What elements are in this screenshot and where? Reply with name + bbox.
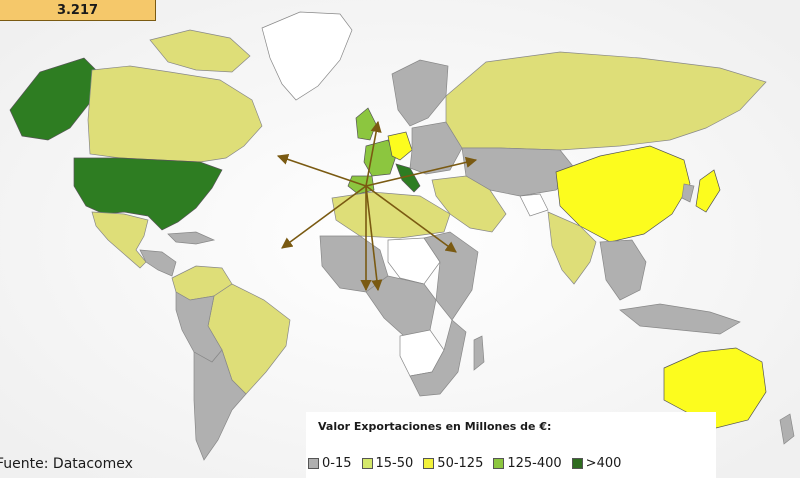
legend-item: 0-15 xyxy=(308,456,352,471)
legend-item: >400 xyxy=(571,456,622,471)
afghanistan xyxy=(519,193,549,217)
legend-swatch xyxy=(308,458,319,469)
export-total-box: 3.217 xyxy=(0,0,156,21)
germany xyxy=(387,131,413,161)
caribbean xyxy=(167,231,216,245)
new-zealand xyxy=(779,413,795,445)
legend-items: 0-15 15-50 50-125 125-400 >400 xyxy=(308,456,631,471)
legend-swatch xyxy=(423,458,435,469)
arrow-to-south-america xyxy=(281,185,367,249)
argentina-chile xyxy=(193,349,247,461)
japan xyxy=(695,169,721,213)
legend-swatch xyxy=(361,458,373,469)
arrow-to-south-africa xyxy=(365,185,383,292)
canada xyxy=(87,65,263,163)
usa xyxy=(73,157,223,231)
france xyxy=(363,139,397,177)
legend-item: 15-50 xyxy=(361,456,414,471)
east-africa xyxy=(423,231,479,321)
arrow-to-north-america xyxy=(276,153,367,187)
source-note: Fuente: Datacomex xyxy=(0,456,133,472)
canada-islands xyxy=(149,29,251,73)
legend-label: 50-125 xyxy=(437,456,484,471)
legend-item: 125-400 xyxy=(493,456,562,471)
legend-label: 125-400 xyxy=(507,456,562,471)
legend-label: 0-15 xyxy=(322,456,352,471)
legend-item: 50-125 xyxy=(423,456,483,471)
arrow-to-asia xyxy=(365,156,478,187)
central-africa xyxy=(365,275,437,337)
india xyxy=(547,211,597,285)
south-africa xyxy=(409,319,467,397)
china xyxy=(555,145,691,243)
madagascar xyxy=(473,335,485,371)
legend-label: >400 xyxy=(585,456,622,471)
greenland xyxy=(261,11,353,101)
legend-title: Valor Exportaciones en Millones de €: xyxy=(318,420,552,433)
scandinavia xyxy=(391,59,449,127)
arrow-to-east-africa xyxy=(365,185,457,253)
map-legend: Valor Exportaciones en Millones de €: 0-… xyxy=(306,412,716,478)
central-america xyxy=(139,249,177,277)
export-arrows xyxy=(276,120,478,292)
legend-label: 15-50 xyxy=(375,456,414,471)
indonesia xyxy=(619,303,741,335)
middle-east xyxy=(431,175,507,233)
australia xyxy=(663,347,767,429)
legend-swatch xyxy=(571,458,583,469)
legend-swatch xyxy=(493,458,505,469)
arrow-to-europe xyxy=(365,120,382,187)
southeast-asia xyxy=(599,239,647,301)
korea xyxy=(681,183,695,203)
